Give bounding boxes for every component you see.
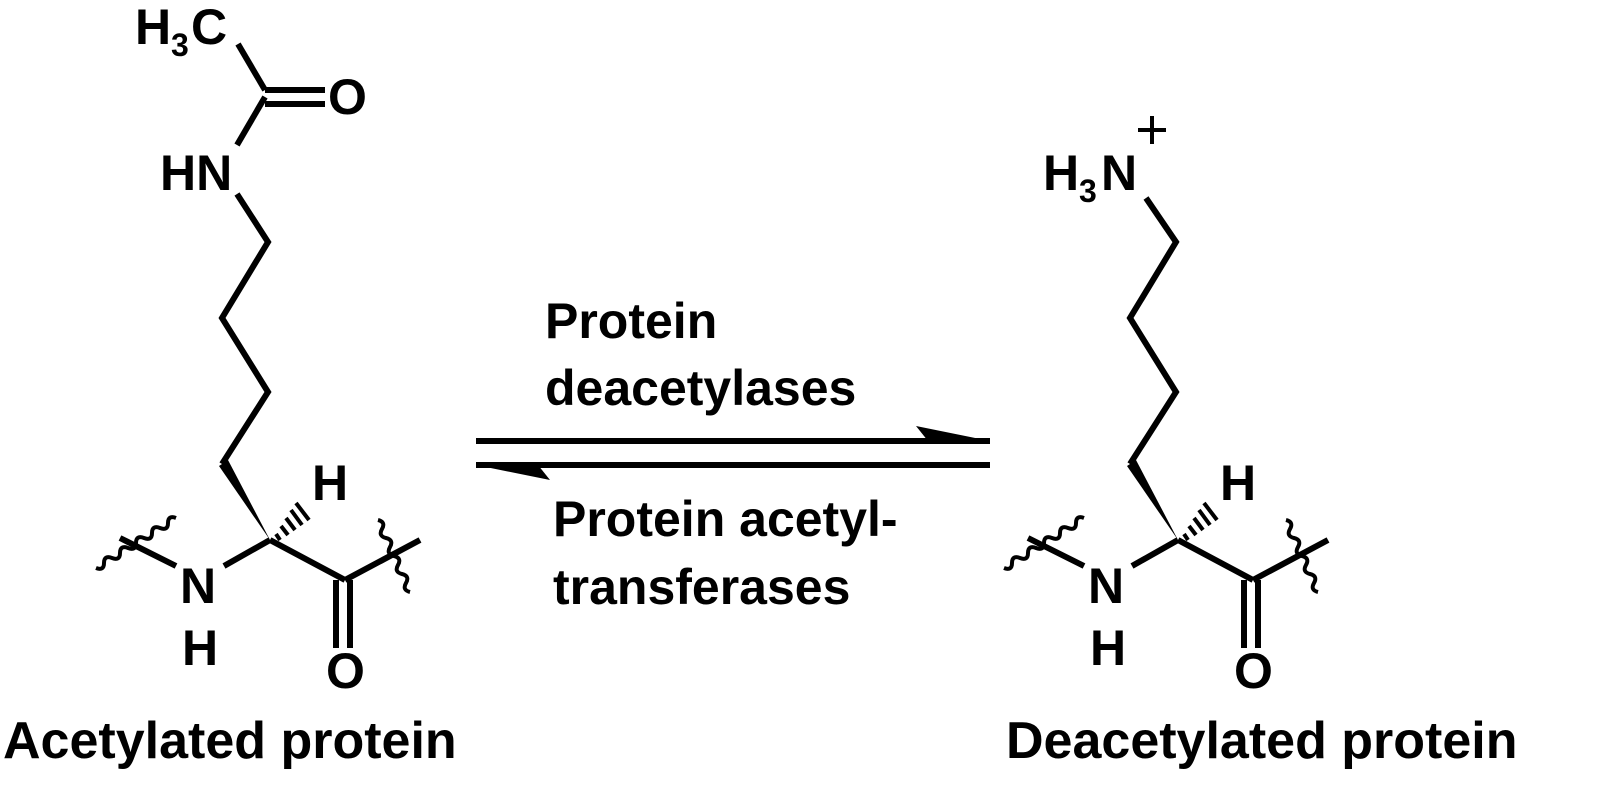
backbone-o-label-right: O [1234, 643, 1273, 699]
ammonium-subscript: 3 [1079, 173, 1097, 209]
methyl-h-label: H [135, 0, 171, 55]
wedge-bond-right [1127, 460, 1178, 540]
forward-arrow-head [916, 426, 990, 441]
ammonium-n-label: N [1101, 145, 1137, 201]
backbone-nh-label-right: H [1090, 620, 1126, 676]
wavy-truncation-right-n [1003, 515, 1085, 571]
backbone-nh-label-left: H [182, 620, 218, 676]
wavy-truncation-right-c [1285, 518, 1319, 594]
bond-methyl-carbonyl [235, 42, 268, 92]
bond-c-continue-left [343, 537, 422, 583]
carbonyl-o-label: O [328, 69, 367, 125]
acetylated-lysine-structure: H 3 C O HN H N H O [95, 0, 422, 699]
left-caption: Acetylated protein [3, 712, 457, 770]
reverse-enzyme-line-1: Protein acetyl- [553, 491, 898, 547]
wavy-truncation-left-n [95, 515, 177, 571]
hashed-bond-left [274, 501, 311, 542]
forward-enzyme-line-1: Protein [545, 293, 717, 349]
side-chain-right [1126, 196, 1180, 466]
forward-enzyme-line-2: deacetylases [545, 360, 856, 416]
wedge-bond-left [219, 460, 270, 540]
bond-alpha-n-left [222, 537, 272, 569]
deacetylated-lysine-structure: + H 3 N H N H O [1003, 116, 1330, 699]
alpha-h-label-right: H [1220, 455, 1256, 511]
reverse-enzyme-line-2: transferases [553, 559, 850, 615]
bond-n-continue-left [118, 535, 178, 569]
bond-c-continue-right [1251, 537, 1330, 583]
bond-carbonyl-amide-n [234, 95, 268, 147]
alpha-h-label-left: H [312, 455, 348, 511]
amide-nh-label: HN [160, 145, 232, 201]
ammonium-h-label: H [1043, 145, 1079, 201]
backbone-o-label-left: O [326, 643, 365, 699]
methyl-subscript: 3 [171, 27, 189, 63]
bond-n-continue-right [1026, 535, 1086, 569]
side-chain-left [218, 192, 272, 466]
backbone-n-label-right: N [1088, 558, 1124, 614]
reverse-arrow-head [476, 465, 550, 480]
right-caption: Deacetylated protein [1006, 712, 1518, 770]
methyl-c-label: C [191, 0, 227, 55]
bond-alpha-co-right [1176, 537, 1255, 583]
bond-alpha-n-right [1130, 537, 1180, 569]
wavy-truncation-left-c [377, 518, 411, 594]
bond-alpha-co-left [268, 537, 347, 583]
backbone-n-label-left: N [180, 558, 216, 614]
hashed-bond-right [1182, 501, 1219, 542]
equilibrium-arrows [476, 426, 990, 480]
